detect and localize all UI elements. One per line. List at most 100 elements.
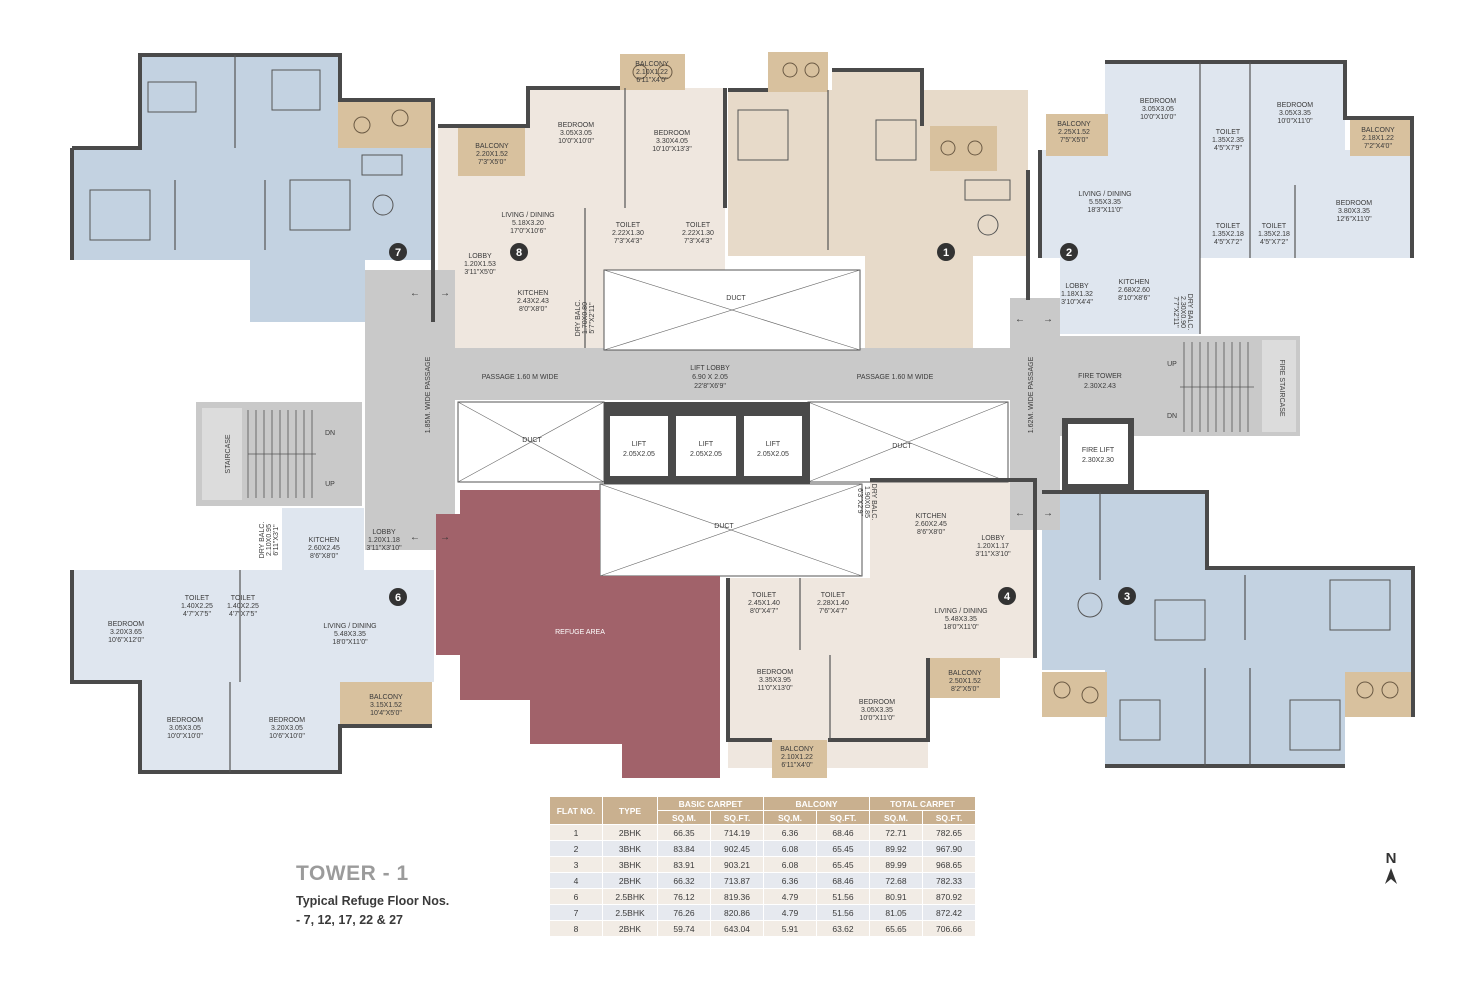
table-cell: 6.08 bbox=[764, 857, 816, 872]
drawing-caption: TOWER - 1 Typical Refuge Floor Nos. - 7,… bbox=[296, 862, 449, 930]
table-cell: 6.36 bbox=[764, 825, 816, 840]
lift-size-2: 2.05X2.05 bbox=[690, 451, 722, 458]
table-cell: 76.12 bbox=[658, 889, 710, 904]
floor-subtitle-line2: - 7, 12, 17, 22 & 27 bbox=[296, 913, 404, 927]
table-cell: 65.45 bbox=[817, 841, 869, 856]
table-cell: 68.46 bbox=[817, 825, 869, 840]
svg-text:←: ← bbox=[410, 288, 420, 299]
table-cell: 5.91 bbox=[764, 921, 816, 936]
svg-text:DRY BALC.2.10X0.956'11"X3'1": DRY BALC.2.10X0.956'11"X3'1" bbox=[259, 522, 280, 559]
col-basic-carpet: BASIC CARPET bbox=[658, 797, 763, 810]
furniture bbox=[89, 69, 1391, 751]
balcony-chairs bbox=[353, 62, 1399, 704]
table-cell: 83.84 bbox=[658, 841, 710, 856]
svg-text:←: ← bbox=[1015, 508, 1025, 519]
table-cell: 2.5BHK bbox=[603, 905, 657, 920]
col-type: TYPE bbox=[603, 797, 657, 824]
flat-number-2: 2 bbox=[1066, 247, 1072, 259]
table-cell: 902.45 bbox=[711, 841, 763, 856]
table-cell: 968.65 bbox=[923, 857, 975, 872]
table-cell: 3BHK bbox=[603, 841, 657, 856]
lift-label-2: LIFT bbox=[699, 441, 714, 448]
table-cell: 63.62 bbox=[817, 921, 869, 936]
table-cell: 643.04 bbox=[711, 921, 763, 936]
north-label: N bbox=[1385, 850, 1397, 867]
lift-lobby-label: LIFT LOBBY bbox=[690, 365, 730, 372]
lift-size-1: 2.05X2.05 bbox=[623, 451, 655, 458]
lift-lobby-size: 6.90 X 2.05 bbox=[692, 374, 728, 381]
table-cell: 81.05 bbox=[870, 905, 922, 920]
table-cell: 4 bbox=[550, 873, 602, 888]
flat-badge-2: 2 bbox=[1060, 243, 1078, 261]
fire-lift-label: FIRE LIFT bbox=[1082, 447, 1115, 454]
table-cell: 1 bbox=[550, 825, 602, 840]
fire-lift-size: 2.30X2.30 bbox=[1082, 457, 1114, 464]
passage-left-label: PASSAGE 1.60 M WIDE bbox=[482, 374, 559, 381]
flat-number-6: 6 bbox=[395, 592, 401, 604]
table-cell: 4.79 bbox=[764, 889, 816, 904]
fire-stair-dn: DN bbox=[1167, 413, 1177, 420]
lift-lobby-ft: 22'8"X6'9" bbox=[694, 383, 726, 390]
table-cell: 3BHK bbox=[603, 857, 657, 872]
staircase-up: UP bbox=[325, 481, 335, 488]
flat-badge-3: 3 bbox=[1118, 587, 1136, 605]
table-cell: 66.35 bbox=[658, 825, 710, 840]
table-cell: 967.90 bbox=[923, 841, 975, 856]
table-cell: 89.99 bbox=[870, 857, 922, 872]
table-cell: 65.45 bbox=[817, 857, 869, 872]
svg-text:←: ← bbox=[410, 532, 420, 543]
table-cell: 714.19 bbox=[711, 825, 763, 840]
table-cell: 713.87 bbox=[711, 873, 763, 888]
svg-text:→: → bbox=[440, 288, 450, 299]
svg-text:→: → bbox=[440, 532, 450, 543]
flat-badge-8: 8 bbox=[510, 243, 528, 261]
floor-subtitle: Typical Refuge Floor Nos. - 7, 12, 17, 2… bbox=[296, 892, 449, 930]
tower-title: TOWER - 1 bbox=[296, 862, 409, 885]
table-cell: 83.91 bbox=[658, 857, 710, 872]
flat-number-3: 3 bbox=[1124, 591, 1130, 603]
svg-text:→: → bbox=[1043, 508, 1053, 519]
flat-number-7: 7 bbox=[395, 247, 401, 259]
col-total-sqm: SQ.M. bbox=[870, 811, 922, 824]
table-cell: 6 bbox=[550, 889, 602, 904]
svg-text:→: → bbox=[1043, 314, 1053, 325]
svg-text:DRY BALC.2.30X0.907'7"X2'11": DRY BALC.2.30X0.907'7"X2'11" bbox=[1172, 294, 1193, 331]
table-cell: 6.08 bbox=[764, 841, 816, 856]
table-cell: 3 bbox=[550, 857, 602, 872]
table-cell: 65.65 bbox=[870, 921, 922, 936]
table-cell: 76.26 bbox=[658, 905, 710, 920]
table-cell: 706.66 bbox=[923, 921, 975, 936]
flat-number-badges: 1 2 3 4 6 7 8 bbox=[389, 243, 1136, 606]
col-flat-no: FLAT NO. bbox=[550, 797, 602, 824]
carpet-area-table: FLAT NO. TYPE BASIC CARPET BALCONY TOTAL… bbox=[549, 796, 976, 937]
table-cell: 6.36 bbox=[764, 873, 816, 888]
flat-number-4: 4 bbox=[1004, 591, 1011, 603]
interior-walls bbox=[174, 55, 1296, 772]
svg-text:DRY BALC.1.90X0.856'3"X2'9": DRY BALC.1.90X0.856'3"X2'9" bbox=[856, 484, 877, 521]
table-cell: 72.68 bbox=[870, 873, 922, 888]
table-cell: 819.36 bbox=[711, 889, 763, 904]
